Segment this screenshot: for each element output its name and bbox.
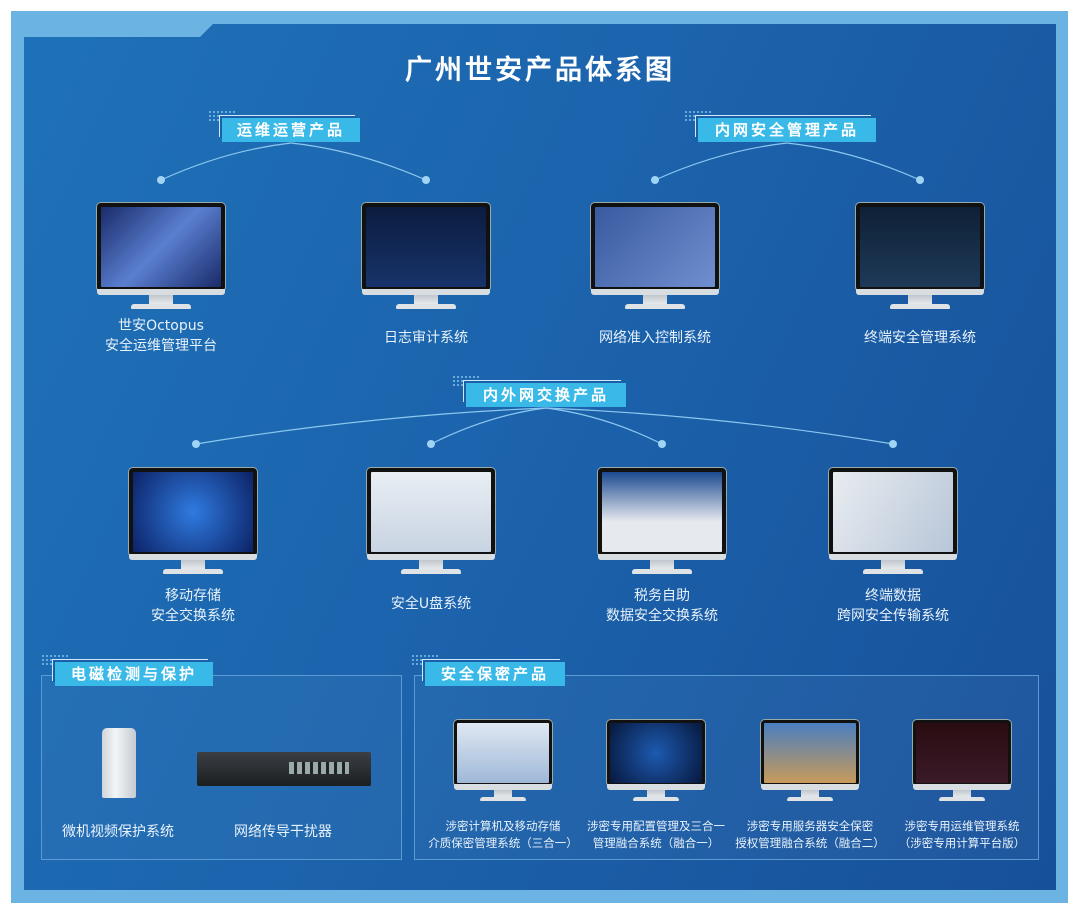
product-label: 终端数据 — [865, 588, 921, 604]
secrecy-label: 涉密专用配置管理及三合一 — [587, 819, 725, 833]
secrecy-monitor — [761, 720, 859, 801]
secrecy-monitor — [913, 720, 1011, 801]
connector-dot — [192, 440, 200, 448]
connector-dot — [651, 176, 659, 184]
section-tag-exchange: 内外网交换产品 — [466, 383, 626, 407]
connector-dot — [157, 176, 165, 184]
monitor-screen — [129, 468, 257, 556]
monitor-screen — [761, 720, 859, 786]
section-tag-secrecy: 安全保密产品 — [425, 662, 565, 686]
video-protector-device — [102, 728, 136, 798]
connector-dot — [427, 440, 435, 448]
connector-line — [290, 142, 427, 181]
secrecy-monitor — [454, 720, 552, 801]
monitor-screen — [607, 720, 705, 786]
connector-dot — [916, 176, 924, 184]
monitor-screen — [598, 468, 726, 556]
network-jammer-device — [197, 752, 371, 786]
product-monitor — [362, 203, 490, 309]
connector-dot — [658, 440, 666, 448]
product-monitor — [591, 203, 719, 309]
product-label: 安全U盘系统 — [390, 596, 472, 612]
section-tag-emc: 电磁检测与保护 — [55, 662, 213, 686]
monitor-screen — [829, 468, 957, 556]
page-title: 广州世安产品体系图 — [405, 55, 675, 86]
product-monitor — [367, 468, 495, 574]
product-monitor — [97, 203, 225, 309]
product-label: 移动存储 — [165, 588, 221, 604]
secrecy-label: 授权管理融合系统（融合二） — [735, 836, 885, 850]
product-label: 世安Octopus — [118, 318, 204, 334]
connector-line — [545, 407, 663, 445]
product-monitor — [856, 203, 984, 309]
product-label: 安全交换系统 — [151, 608, 235, 624]
connector-line — [430, 407, 547, 445]
emc-label: 微机视频保护系统 — [62, 824, 174, 840]
product-label: 安全运维管理平台 — [105, 338, 217, 354]
connector-line — [195, 407, 547, 445]
monitor-screen — [454, 720, 552, 786]
emc-label: 网络传导干扰器 — [234, 824, 332, 840]
secrecy-label: 管理融合系统（融合一） — [592, 836, 720, 850]
monitor-screen — [591, 203, 719, 291]
monitor-screen — [913, 720, 1011, 786]
connector-line — [786, 142, 921, 181]
connector-line — [160, 142, 292, 181]
product-label: 日志审计系统 — [384, 330, 468, 346]
monitor-screen — [856, 203, 984, 291]
product-label: 税务自助 — [634, 588, 690, 604]
secrecy-label: （涉密专用计算平台版） — [898, 836, 1026, 850]
connector-dot — [422, 176, 430, 184]
product-label: 数据安全交换系统 — [606, 608, 718, 624]
section-tag-intranet: 内网安全管理产品 — [698, 118, 876, 142]
secrecy-label: 涉密专用服务器安全保密 — [746, 819, 874, 833]
product-monitor — [829, 468, 957, 574]
monitor-screen — [97, 203, 225, 291]
product-label: 终端安全管理系统 — [864, 330, 976, 346]
connector-line — [545, 407, 894, 445]
monitor-screen — [362, 203, 490, 291]
section-tag-ops: 运维运营产品 — [222, 118, 360, 142]
product-monitor — [598, 468, 726, 574]
connector-line — [654, 142, 788, 181]
monitor-screen — [367, 468, 495, 556]
secrecy-monitor — [607, 720, 705, 801]
product-monitor — [129, 468, 257, 574]
product-label: 跨网安全传输系统 — [837, 608, 949, 624]
product-label: 网络准入控制系统 — [599, 330, 711, 346]
secrecy-label: 涉密专用运维管理系统 — [904, 819, 1020, 833]
secrecy-label: 涉密计算机及移动存储 — [445, 819, 561, 833]
secrecy-label: 介质保密管理系统（三合一） — [428, 836, 578, 850]
connector-dot — [889, 440, 897, 448]
